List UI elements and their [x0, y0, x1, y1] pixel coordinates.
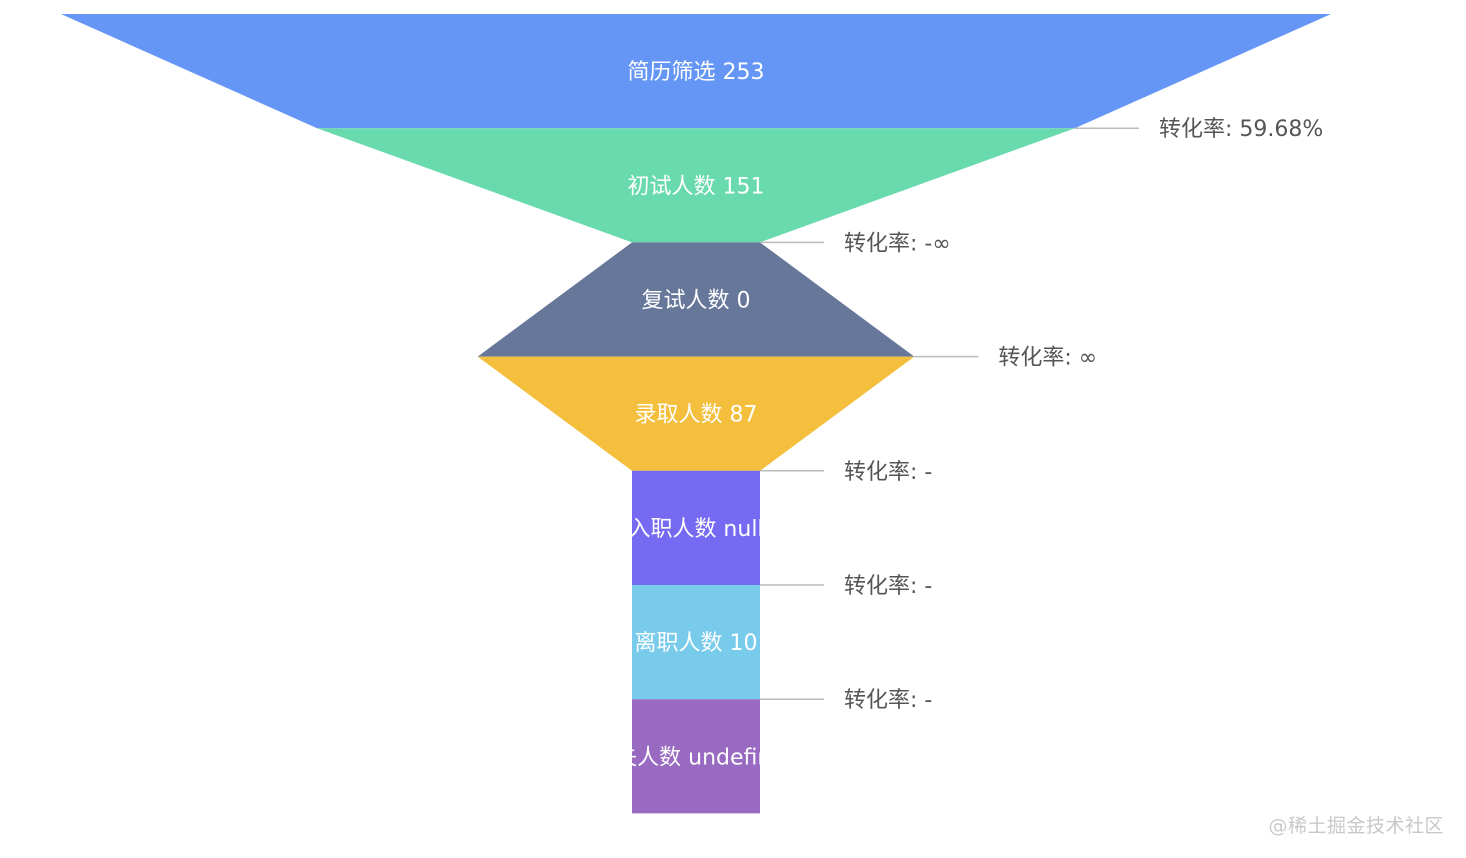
funnel-stage-label: 复试人数 0 — [642, 289, 751, 314]
funnel-stage[interactable]: 离职人数 10 — [632, 585, 760, 700]
funnel-stage-shape[interactable] — [61, 14, 1331, 129]
funnel-stage-shape[interactable] — [317, 128, 1075, 243]
funnel-stage-label: 初试人数 151 — [628, 174, 765, 199]
funnel-stage-label: 录取人数 87 — [635, 403, 758, 428]
funnel-stage-label: 入职人数 null — [628, 517, 763, 542]
funnel-stage-label: 简历筛选 253 — [628, 60, 765, 85]
funnel-stage[interactable]: 流失人数 undefined — [593, 699, 799, 814]
conversion-label: 转化率: -∞ — [844, 231, 951, 256]
conversion-label: 转化率: ∞ — [998, 346, 1097, 371]
funnel-stage-shape[interactable] — [632, 699, 760, 814]
funnel-stage-shape[interactable] — [632, 585, 760, 700]
funnel-stage-shape[interactable] — [477, 242, 915, 357]
funnel-stage[interactable]: 复试人数 0 — [477, 242, 915, 357]
conversion-label: 转化率: - — [844, 688, 932, 713]
conversion-label: 转化率: - — [844, 460, 932, 485]
funnel-stage-shape[interactable] — [632, 470, 760, 585]
funnel-stage-shape[interactable] — [477, 356, 915, 471]
funnel-stage[interactable]: 初试人数 151 — [317, 128, 1075, 243]
watermark: @稀土掘金技术社区 — [1268, 815, 1444, 837]
funnel-stage[interactable]: 简历筛选 253 — [61, 14, 1331, 129]
conversion-label: 转化率: 59.68% — [1159, 117, 1323, 142]
funnel-stage-label: 离职人数 10 — [635, 631, 758, 656]
conversion-label: 转化率: - — [844, 574, 932, 599]
funnel-stage[interactable]: 录取人数 87 — [477, 356, 915, 471]
funnel-stage-label: 流失人数 undefined — [593, 745, 799, 770]
funnel-stage[interactable]: 入职人数 null — [628, 470, 763, 585]
